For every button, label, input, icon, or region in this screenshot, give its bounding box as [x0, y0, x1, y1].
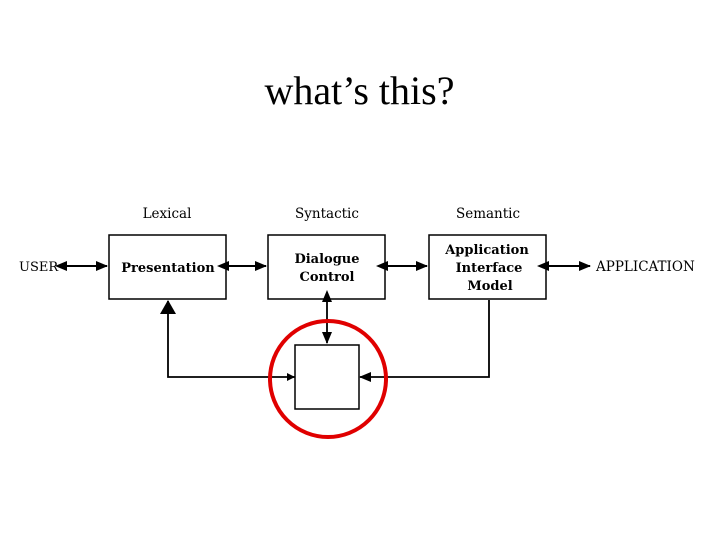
presentation-box — [108, 234, 227, 300]
layer-label-semantic: Semantic — [456, 206, 520, 222]
dialogue-label-line-2: Control — [300, 270, 355, 285]
unlabeled-component-box — [294, 344, 360, 410]
layer-label-syntactic: Syntactic — [295, 206, 359, 222]
dialogue-label-line-1: Dialogue — [294, 252, 359, 267]
dialogue-control-box — [267, 234, 386, 300]
aim-label-line-1: Application — [444, 243, 529, 258]
presentation-label: Presentation — [121, 261, 215, 276]
highlight-circle — [268, 319, 388, 439]
aim-label-line-3: Model — [467, 279, 512, 294]
user-label: USER — [19, 260, 59, 275]
component-presentation-arrow — [160, 300, 295, 378]
aim-component-arrow — [359, 300, 490, 382]
application-label: APPLICATION — [595, 259, 695, 275]
aim-label-line-2: Interface — [456, 261, 523, 276]
application-interface-model-box — [428, 234, 547, 300]
slide-title: what’s this? — [264, 68, 455, 113]
layer-label-lexical: Lexical — [143, 206, 192, 222]
